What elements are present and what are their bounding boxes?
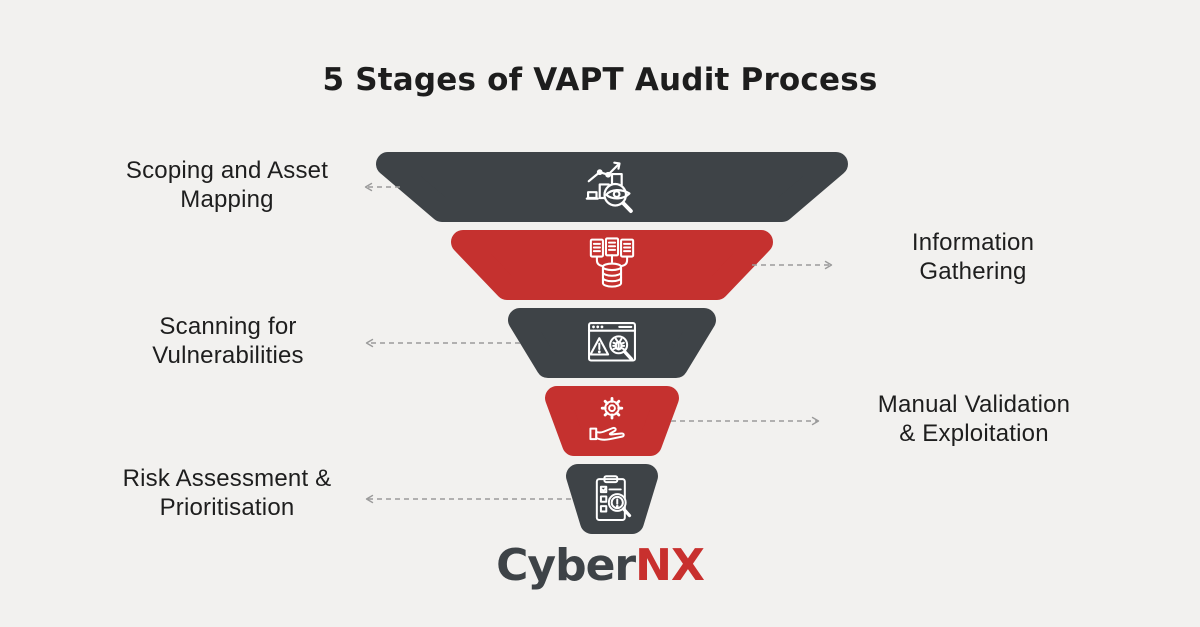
stage-label-line: & Exploitation bbox=[899, 420, 1049, 447]
stage-label-line: Risk Assessment & bbox=[122, 465, 332, 492]
stage-label-line: Vulnerabilities bbox=[152, 342, 304, 369]
funnel-stage-4 bbox=[545, 386, 679, 456]
stage-label-scanning-for-vulnerabilities: Scanning for Vulnerabilities bbox=[78, 312, 378, 370]
stage-label-information-gathering: Information Gathering bbox=[823, 228, 1123, 286]
cybernx-logo: CyberNX bbox=[0, 540, 1200, 591]
stage-label-line: Scoping and Asset bbox=[125, 157, 329, 184]
connector-arrows bbox=[364, 182, 833, 504]
page-title: 5 Stages of VAPT Audit Process bbox=[322, 62, 878, 98]
logo-text-nx: NX bbox=[635, 540, 705, 591]
stage-label-line: Prioritisation bbox=[159, 494, 295, 521]
stage-label-scoping-and-asset-mapping: Scoping and Asset Mapping bbox=[77, 156, 377, 214]
stage-label-line: Gathering bbox=[919, 258, 1027, 285]
stage-label-line: Mapping bbox=[180, 186, 274, 213]
stage-label-risk-assessment-prioritisation: Risk Assessment & Prioritisation bbox=[77, 464, 377, 522]
stage-label-line: Scanning for bbox=[159, 313, 297, 340]
stage-label-line: Information bbox=[911, 229, 1035, 256]
logo-text-cyber: Cyber bbox=[496, 540, 636, 591]
stage-label-manual-validation-exploitation: Manual Validation & Exploitation bbox=[823, 390, 1125, 448]
stage-label-line: Manual Validation bbox=[877, 391, 1071, 418]
funnel-stage-2 bbox=[451, 230, 773, 300]
